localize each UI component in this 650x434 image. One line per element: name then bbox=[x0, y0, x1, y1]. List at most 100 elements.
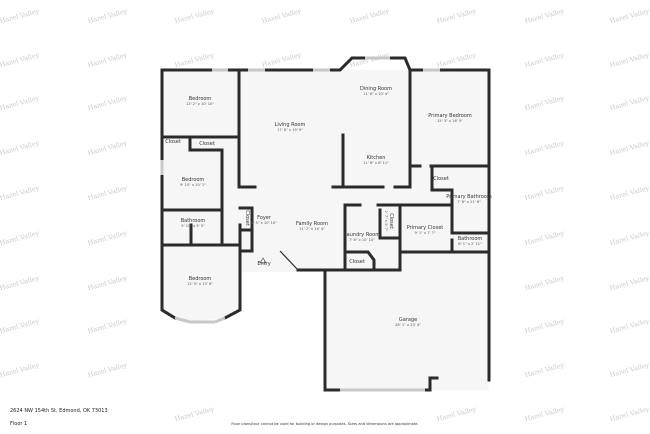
watermark: Hazel Valley bbox=[349, 7, 391, 25]
room-dimensions: 11' 6" x 10' 4" bbox=[363, 92, 389, 96]
watermark: Hazel Valley bbox=[87, 317, 129, 335]
watermark: Hazel Valley bbox=[0, 184, 40, 202]
watermark: Hazel Valley bbox=[87, 361, 129, 379]
watermark: Hazel Valley bbox=[609, 274, 650, 292]
room-dimensions: 9' 10" x 10' 1" bbox=[180, 183, 206, 187]
room-name: Primary Bedroom bbox=[428, 113, 472, 119]
room-name: Living Room bbox=[275, 122, 306, 128]
watermark: Hazel Valley bbox=[609, 184, 650, 202]
watermark: Hazel Valley bbox=[261, 7, 303, 25]
watermark: Hazel Valley bbox=[0, 229, 40, 247]
room-dimensions: 9' 10" x 5' 5" bbox=[181, 224, 205, 228]
room-dimensions: 13' 2" x 10' 10" bbox=[186, 102, 214, 106]
room-name: Closet bbox=[349, 259, 365, 265]
room-name: Bathroom bbox=[458, 236, 483, 242]
room-name: Foyer bbox=[257, 215, 272, 221]
property-address: 2624 NW 154th St, Edmond, OK 73013 bbox=[10, 408, 108, 414]
entry-arrow-icon bbox=[259, 257, 267, 264]
room-name: Laundry Room bbox=[344, 232, 380, 238]
watermark: Hazel Valley bbox=[609, 139, 650, 157]
room-name: Dining Room bbox=[360, 86, 392, 92]
watermark: Hazel Valley bbox=[0, 51, 40, 69]
watermark: Hazel Valley bbox=[609, 51, 650, 69]
room-name: Closet bbox=[199, 141, 215, 147]
watermark: Hazel Valley bbox=[0, 274, 40, 292]
room-dimensions: 28' 1" x 23' 4" bbox=[395, 323, 421, 327]
room-dimensions: 17' 8" x 19' 9" bbox=[277, 128, 303, 132]
watermark: Hazel Valley bbox=[609, 229, 650, 247]
watermark: Hazel Valley bbox=[524, 94, 566, 112]
room-name: Bedroom bbox=[189, 96, 212, 102]
room-dimensions: 6' 5" x 10' 10" bbox=[251, 221, 277, 225]
watermark: Hazel Valley bbox=[609, 94, 650, 112]
room-dimensions: 15' 3" x 16' 5" bbox=[437, 119, 463, 123]
room-label: Entry bbox=[257, 261, 270, 267]
watermark: Hazel Valley bbox=[524, 274, 566, 292]
watermark: Hazel Valley bbox=[524, 361, 566, 379]
watermark: Hazel Valley bbox=[87, 94, 129, 112]
watermark: Hazel Valley bbox=[436, 7, 478, 25]
watermark: Hazel Valley bbox=[609, 317, 650, 335]
room-dimensions: 12' 5" x 13' 6" bbox=[187, 282, 213, 286]
room-name: Kitchen bbox=[367, 155, 386, 161]
walls bbox=[160, 56, 491, 395]
room-name: Family Room bbox=[296, 221, 328, 227]
watermark: Hazel Valley bbox=[87, 139, 129, 157]
watermark: Hazel Valley bbox=[87, 51, 129, 69]
watermark: Hazel Valley bbox=[0, 139, 40, 157]
room-dimensions: 7' 6" x 10' 10" bbox=[349, 238, 375, 242]
watermark: Hazel Valley bbox=[349, 51, 391, 69]
room-dimensions: 11' 2" x 14' 4" bbox=[299, 227, 325, 231]
watermark: Hazel Valley bbox=[609, 7, 650, 25]
watermark: Hazel Valley bbox=[0, 317, 40, 335]
room-name: Closet bbox=[388, 213, 394, 229]
room-name: Primary Closet bbox=[407, 225, 444, 231]
watermark: Hazel Valley bbox=[0, 7, 40, 25]
room-label: Closet bbox=[244, 210, 250, 226]
watermark: Hazel Valley bbox=[87, 184, 129, 202]
room-name: Closet bbox=[244, 210, 250, 226]
room-name: Bathroom bbox=[181, 218, 206, 224]
watermark: Hazel Valley bbox=[174, 7, 216, 25]
watermark: Hazel Valley bbox=[524, 184, 566, 202]
room-dimensions: 6' 1" x 2' 11" bbox=[458, 242, 482, 246]
room-label: Closet bbox=[349, 259, 365, 265]
watermark: Hazel Valley bbox=[174, 405, 216, 423]
watermark: Hazel Valley bbox=[524, 7, 566, 25]
room-dimensions: 7' 8" x 11' 6" bbox=[457, 200, 481, 204]
floor-label: Floor 1 bbox=[10, 421, 28, 427]
room-dimensions: 11' 6" x 8' 11" bbox=[363, 161, 389, 165]
room-name: Garage bbox=[399, 317, 417, 323]
watermark: Hazel Valley bbox=[609, 361, 650, 379]
watermark: Hazel Valley bbox=[174, 51, 216, 69]
watermark: Hazel Valley bbox=[524, 229, 566, 247]
room-label: Closet bbox=[433, 176, 449, 182]
room-dimensions: 2' 7" x 5' 7" bbox=[384, 210, 388, 231]
watermark: Hazel Valley bbox=[524, 51, 566, 69]
watermark: Hazel Valley bbox=[87, 7, 129, 25]
room-dimensions: 9' 1" x 7' 7" bbox=[414, 231, 435, 235]
watermark: Hazel Valley bbox=[87, 274, 129, 292]
watermark: Hazel Valley bbox=[0, 94, 40, 112]
watermark: Hazel Valley bbox=[524, 405, 566, 423]
room-name: Bedroom bbox=[182, 177, 205, 183]
room-name: Bedroom bbox=[189, 276, 212, 282]
room-name: Closet bbox=[433, 176, 449, 182]
